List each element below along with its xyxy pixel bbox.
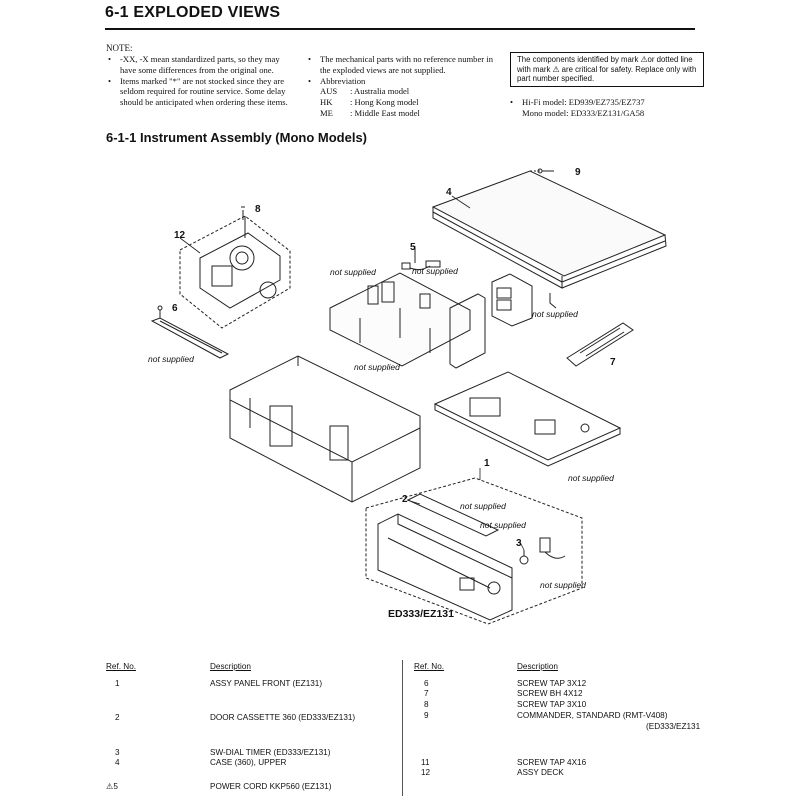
column-divider xyxy=(402,660,403,796)
safety-notice-box: The components identified by mark ⚠or do… xyxy=(510,52,704,87)
rear-jack-drawing xyxy=(491,273,533,327)
part-ref: 9 xyxy=(424,711,429,720)
ref-label-6: 6 xyxy=(172,303,178,314)
abbreviation-row: AUS: Australia model xyxy=(320,86,410,97)
ref-label-12: 12 xyxy=(174,230,186,241)
part-ref: 8 xyxy=(424,700,429,709)
main-board-drawing xyxy=(329,272,486,369)
part-description: DOOR CASSETTE 360 (ED333/EZ131) xyxy=(210,713,356,722)
part-ref: 11 xyxy=(421,758,430,767)
remote-commander-drawing xyxy=(566,322,634,367)
not-supplied-label: not supplied xyxy=(354,362,400,372)
part-ref: 12 xyxy=(421,768,431,777)
part-description: ASSY DECK xyxy=(517,768,564,777)
part-description: COMMANDER, STANDARD (RMT-V408) xyxy=(517,711,668,720)
exploded-view-diagram: 9 4 8 12 5 6 7 1 2 3 not supplied not su… xyxy=(148,167,667,625)
part-description: ASSY PANEL FRONT (EZ131) xyxy=(210,679,323,688)
part-ref: 3 xyxy=(115,748,120,757)
note-heading: NOTE: xyxy=(106,43,133,53)
chassis-drawing xyxy=(229,355,421,503)
ref-label-8: 9 xyxy=(575,167,581,178)
model-info: •Hi-Fi model: ED939/EZ735/EZ737 Mono mod… xyxy=(510,97,645,118)
not-supplied-label: not supplied xyxy=(460,501,506,511)
bottom-plate-drawing xyxy=(433,371,622,467)
upper-case-drawing xyxy=(431,170,667,309)
deck-assembly-drawing xyxy=(179,206,291,329)
front-panel-assembly-drawing xyxy=(365,477,583,625)
part-description: SCREW TAP 4X16 xyxy=(517,758,587,767)
ref-label-4: 4 xyxy=(446,187,452,198)
part-description: SCREW TAP 3X12 xyxy=(517,679,587,688)
part-description: SCREW BH 4X12 xyxy=(517,689,583,698)
description-header: Description xyxy=(517,662,558,671)
part-description: SW-DIAL TIMER (ED333/EZ131) xyxy=(210,748,331,757)
leader-lines xyxy=(179,195,525,551)
ref-no-header: Ref. No. xyxy=(414,662,445,671)
not-supplied-label: not supplied xyxy=(330,267,376,277)
part-ref: 4 xyxy=(115,758,120,767)
not-supplied-label: not supplied xyxy=(148,354,194,364)
subsection-title: 6-1-1 Instrument Assembly (Mono Models) xyxy=(106,130,367,145)
ref-label-5: 5 xyxy=(410,242,416,253)
description-header: Description xyxy=(210,662,251,671)
part-description: SCREW TAP 3X10 xyxy=(517,700,587,709)
note-column-1: -XX, -X mean standardized parts, so they… xyxy=(106,54,292,108)
not-supplied-label: not supplied xyxy=(540,580,586,590)
abbreviation-row: HK: Hong Kong model xyxy=(320,97,419,108)
note-item: -XX, -X mean standardized parts, so they… xyxy=(106,54,292,76)
part-ref: ⚠5 xyxy=(106,782,118,791)
part-ref: 1 xyxy=(115,679,120,688)
hifi-models: Hi-Fi model: ED939/EZ735/EZ737 xyxy=(522,97,645,107)
not-supplied-label: not supplied xyxy=(568,473,614,483)
ref-label-2: 2 xyxy=(402,494,408,505)
section-title: 6-1 EXPLODED VIEWS xyxy=(105,4,281,21)
part-description: CASE (360), UPPER xyxy=(210,758,287,767)
bracket-drawing xyxy=(150,305,230,359)
mono-models: Mono model: ED333/EZ131/GA58 xyxy=(522,107,645,118)
diagram-caption: ED333/EZ131 xyxy=(388,608,454,620)
ref-label-3: 3 xyxy=(516,538,522,549)
ref-no-header: Ref. No. xyxy=(106,662,137,671)
ref-label-1: 1 xyxy=(484,458,490,469)
part-ref: 7 xyxy=(424,689,429,698)
note-item: Items marked "*" are not stocked since t… xyxy=(106,76,292,108)
note-item: Abbreviation xyxy=(306,76,502,87)
part-ref: 2 xyxy=(115,713,120,722)
ref-label-9: 7 xyxy=(610,357,616,368)
part-ref: 6 xyxy=(424,679,429,688)
not-supplied-label: not supplied xyxy=(532,309,578,319)
part-description: POWER CORD KKP560 (EZ131) xyxy=(210,782,332,791)
ref-label-7: 8 xyxy=(255,204,261,215)
note-item: The mechanical parts with no reference n… xyxy=(306,54,502,76)
not-supplied-label: not supplied xyxy=(480,520,526,530)
part-description: (ED333/EZ131 xyxy=(646,722,701,731)
not-supplied-label: not supplied xyxy=(412,266,458,276)
title-rule xyxy=(105,28,695,30)
abbreviation-row: ME: Middle East model xyxy=(320,107,420,118)
note-column-2: The mechanical parts with no reference n… xyxy=(306,54,502,119)
